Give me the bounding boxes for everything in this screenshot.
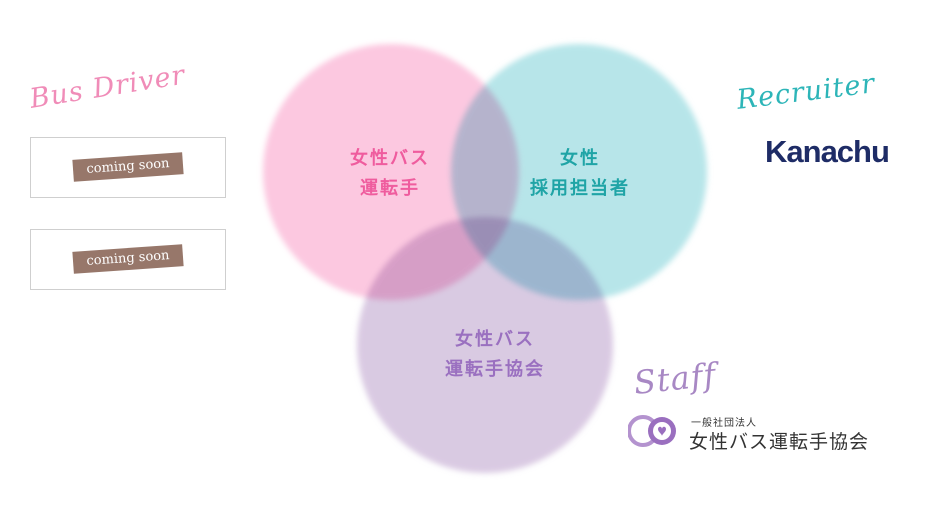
driver-card-1[interactable]: coming soon (30, 137, 226, 198)
org-type-label: 一般社団法人 (691, 418, 757, 429)
driver-card-2[interactable]: coming soon (30, 229, 226, 290)
association-circle-label: 女性バス 運転手協会 (445, 329, 545, 380)
coming-soon-tag: coming soon (72, 152, 184, 182)
kanachu-logo[interactable]: Kanachu (765, 134, 890, 169)
association-name[interactable]: 女性バス運転手協会 (689, 431, 870, 453)
recruiter-circle-label: 女性 採用担当者 (530, 148, 630, 199)
association-circle (357, 217, 613, 473)
driver-circle-label: 女性バス 運転手 (350, 148, 430, 199)
coming-soon-tag: coming soon (72, 244, 184, 274)
association-logo-icon (628, 415, 676, 447)
